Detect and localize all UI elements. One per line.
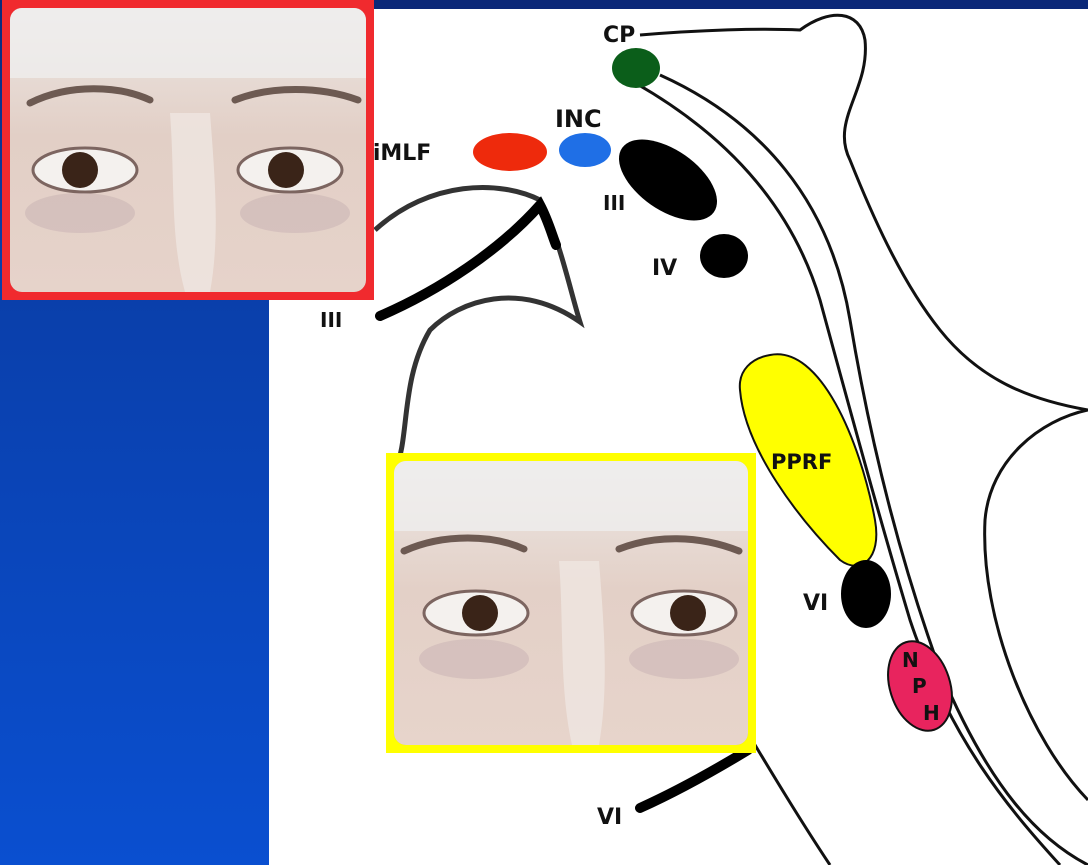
face-gaze-right-photo bbox=[2, 0, 374, 300]
inc-nucleus bbox=[559, 133, 611, 167]
right-iris bbox=[670, 595, 706, 631]
face-photo-image bbox=[394, 461, 748, 745]
label-nph-n: N bbox=[902, 648, 919, 672]
label-iii-nucleus: III bbox=[603, 191, 625, 215]
sixth-nerve-nucleus bbox=[841, 560, 891, 628]
label-nph-p: P bbox=[912, 674, 927, 698]
right-iris bbox=[268, 152, 304, 188]
fourth-nerve-nucleus bbox=[700, 234, 748, 278]
left-under-eye bbox=[419, 639, 529, 679]
left-iris bbox=[62, 152, 98, 188]
label-vi-nerve: VI bbox=[597, 805, 622, 830]
left-under-eye bbox=[25, 193, 135, 233]
right-under-eye bbox=[629, 639, 739, 679]
cp-nucleus bbox=[612, 48, 660, 88]
rimlf-nucleus bbox=[473, 133, 547, 171]
label-vi-nucleus: VI bbox=[803, 591, 828, 616]
label-cp: CP bbox=[603, 23, 635, 48]
face-photo-image bbox=[10, 8, 366, 292]
left-iris bbox=[462, 595, 498, 631]
face-gaze-left-photo bbox=[386, 453, 756, 753]
label-inc: INC bbox=[555, 105, 602, 133]
label-iii-nerve: III bbox=[320, 308, 342, 332]
label-iv: IV bbox=[652, 256, 677, 281]
label-pprf: PPRF bbox=[771, 450, 832, 474]
label-nph-h: H bbox=[923, 701, 940, 725]
right-under-eye bbox=[240, 193, 350, 233]
